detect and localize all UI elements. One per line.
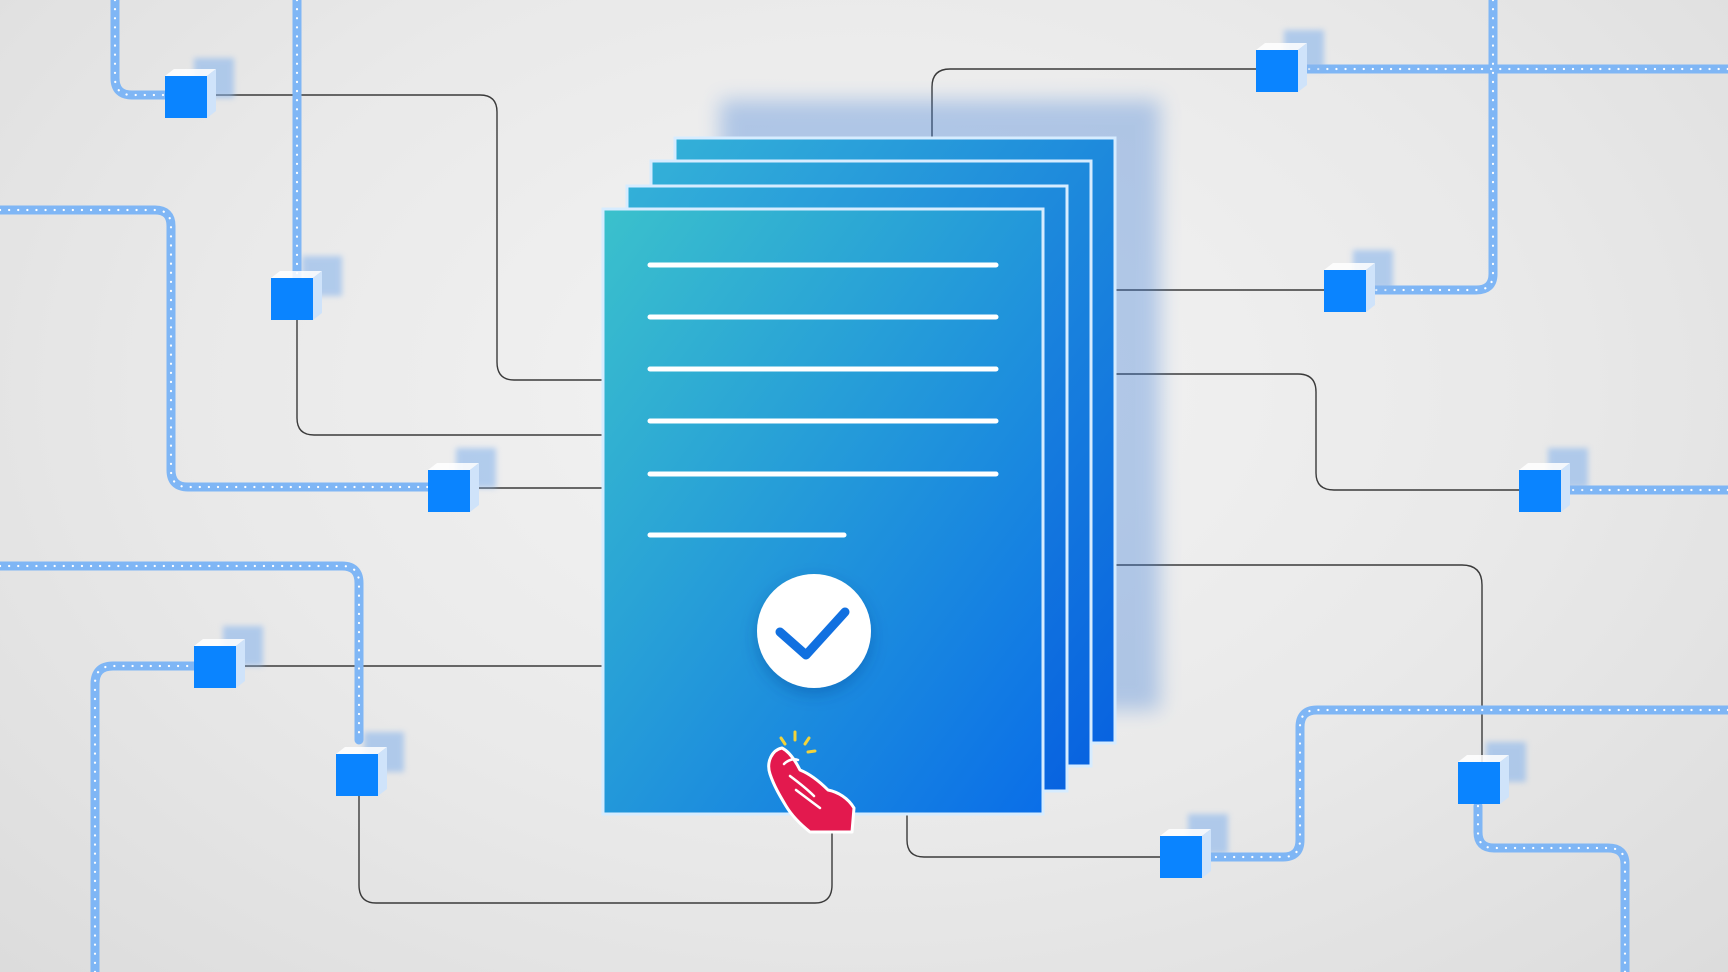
cube-node — [271, 256, 342, 320]
checkmark-icon — [757, 574, 871, 688]
cube-node — [1160, 814, 1228, 878]
cube-node — [336, 732, 404, 796]
document-text-lines — [647, 262, 999, 538]
cube-node — [165, 58, 234, 118]
connector-line — [358, 775, 833, 904]
connector-line — [906, 814, 1160, 858]
cube-node — [1519, 448, 1588, 512]
connector-line — [1114, 373, 1520, 491]
connector-lines — [210, 68, 1520, 904]
cube-node — [1256, 30, 1324, 92]
connector-line — [210, 94, 604, 381]
nodes — [165, 30, 1588, 878]
connector-line — [1114, 564, 1483, 762]
cube-node — [194, 626, 263, 688]
document-sheet-front — [601, 207, 1045, 816]
connector-line — [931, 68, 1256, 138]
cube-node — [1458, 742, 1526, 804]
snap-fingers-icon — [767, 730, 856, 834]
cube-node — [1324, 250, 1393, 312]
cube-node — [428, 448, 496, 512]
connector-line — [296, 315, 604, 436]
document-stack — [601, 100, 1160, 816]
